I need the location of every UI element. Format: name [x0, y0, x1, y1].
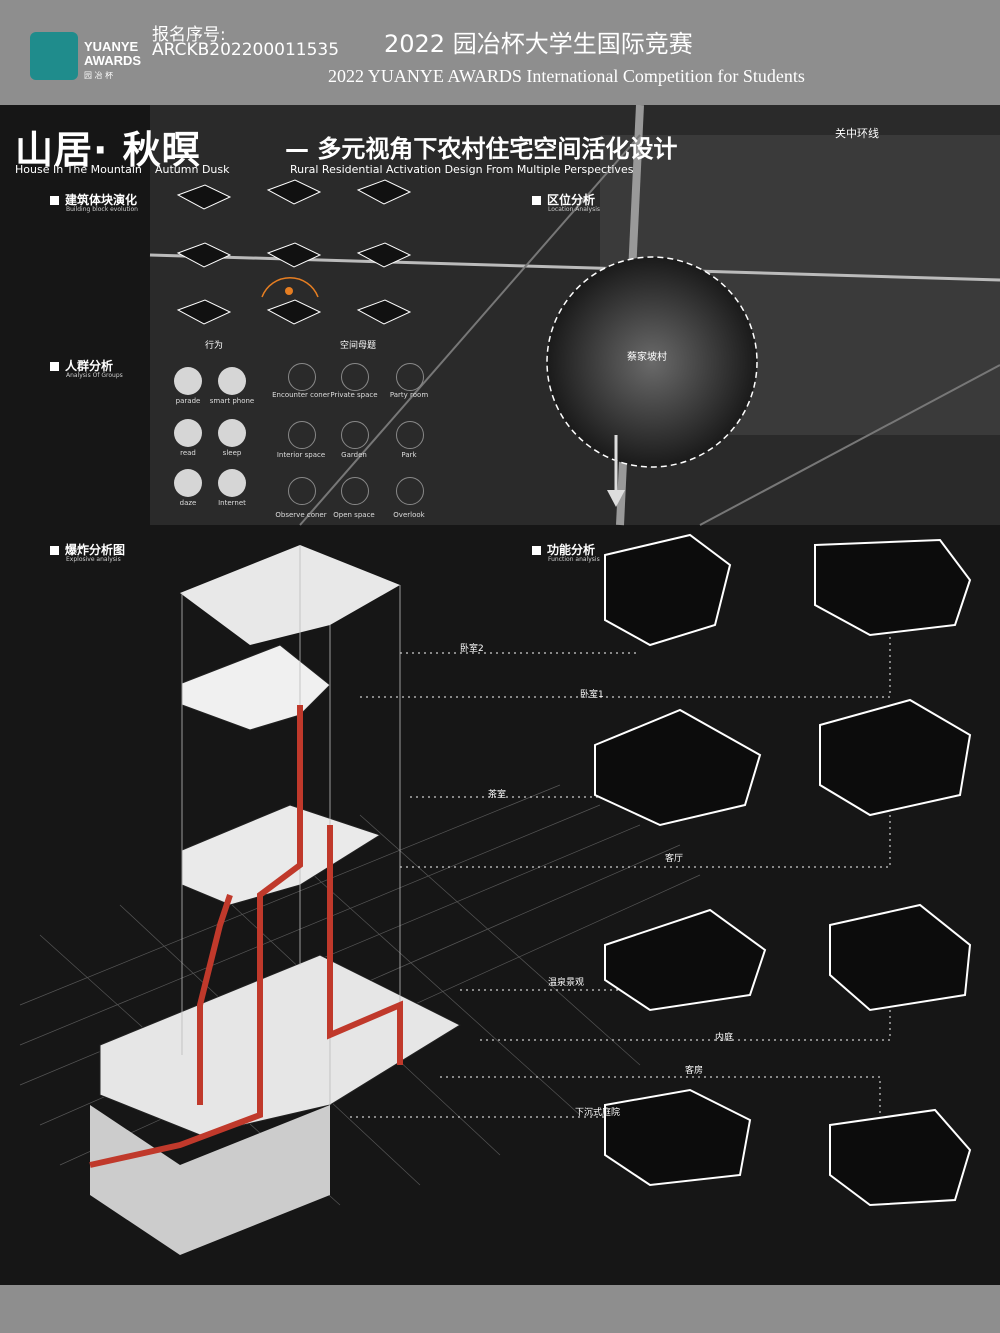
icon-label: read: [180, 449, 196, 457]
icon-label: sleep: [222, 449, 242, 457]
section-explosive: 爆炸分析图: [50, 541, 125, 558]
block-label-2: 空间母题: [340, 341, 377, 351]
section-block-evolution-en: Building block evolution: [66, 206, 138, 213]
floor-layer-2: [181, 804, 382, 906]
registration-number: ARCKB202200011535: [152, 40, 340, 60]
private-space-icon: [341, 363, 369, 391]
encounter-icon: [288, 363, 316, 391]
room-label-courtyard: 内庭: [715, 1033, 734, 1043]
park-icon: [396, 421, 424, 449]
poster-graphics: [19, 105, 1000, 1255]
icon-label: Overlook: [393, 511, 425, 519]
icon-label: daze: [179, 499, 197, 507]
village-highlight-circle: [546, 256, 758, 468]
arrow-down-icon: [607, 490, 625, 507]
party-room-icon: [396, 363, 424, 391]
room-label-hot-spring: 温泉景观: [548, 978, 585, 988]
competition-title-cn: 2022 园冶杯大学生国际竞赛: [384, 30, 693, 58]
room-label-tea-room: 茶室: [488, 790, 507, 800]
section-groups: 人群分析: [50, 357, 113, 374]
section-location: 区位分析: [532, 191, 595, 208]
icon-label: Party room: [389, 391, 429, 399]
room-label-bedroom2: 卧室2: [460, 644, 484, 654]
competition-title-en: 2022 YUANYE AWARDS International Competi…: [328, 66, 805, 86]
subtitle-en: Rural Residential Activation Design From…: [290, 163, 634, 176]
icon-label: parade: [175, 397, 201, 405]
section-function-en: Function analysis: [548, 556, 600, 563]
section-location-en: Location Analysis: [548, 206, 601, 213]
icon-label: Observe coner: [275, 511, 327, 519]
icon-label: Internet: [218, 499, 246, 507]
floor-layer-1: [99, 954, 462, 1136]
person-daze-icon: [174, 469, 202, 497]
icon-label: Private space: [330, 391, 378, 399]
icon-label: smart phone: [209, 397, 255, 405]
person-internet-icon: [218, 469, 246, 497]
village-label: 蔡家坡村: [627, 352, 667, 363]
logo-mark-icon: [30, 32, 78, 80]
section-explosive-en: Explosive analysis: [66, 556, 121, 563]
room-label-bedroom1: 卧室1: [580, 690, 604, 700]
highlight-dot-icon: [285, 287, 293, 295]
person-phone-icon: [218, 367, 246, 395]
room-label-sunken-court: 下沉式庭院: [575, 1108, 621, 1118]
section-groups-en: Analysis Of Groups: [66, 372, 123, 379]
icon-label: Interior space: [276, 451, 326, 459]
block-label-1: 行为: [205, 341, 224, 351]
main-title-en-2: Autumn Dusk: [155, 163, 230, 176]
main-title-cn: 山居· 秋暝: [15, 128, 201, 172]
yuanye-logo: YUANYE AWARDS 园 冶 杯: [30, 32, 142, 84]
person-sleep-icon: [218, 419, 246, 447]
logo-subtext: 园 冶 杯: [84, 71, 114, 80]
section-block-evolution: 建筑体块演化: [50, 191, 137, 208]
garden-icon: [341, 421, 369, 449]
location-tag: 关中环线: [835, 127, 879, 140]
overlook-icon: [396, 477, 424, 505]
interior-space-icon: [288, 421, 316, 449]
circulation-path: [89, 705, 403, 1168]
logo-text: YUANYE AWARDS: [84, 39, 142, 68]
icon-label: Encounter coner: [272, 391, 330, 399]
icon-label: Park: [401, 451, 417, 459]
person-read-icon: [174, 419, 202, 447]
subtitle-cn: — 多元视角下农村住宅空间活化设计: [285, 135, 678, 163]
room-label-living-room: 客厅: [665, 854, 684, 864]
roof-layer: [180, 545, 400, 645]
person-icon: [174, 367, 202, 395]
base-layer: [90, 1105, 330, 1255]
function-room-boxes: [594, 533, 972, 1207]
main-title-en-1: House In The Mountain: [15, 163, 142, 176]
floor-layer-3: [181, 644, 331, 731]
icon-label: Open space: [333, 511, 375, 519]
block-evolution-diagrams: [176, 179, 412, 325]
room-label-guest-room: 客房: [685, 1066, 704, 1076]
poster-board: 山居· 秋暝 House In The Mountain Autumn Dusk…: [0, 105, 1000, 1285]
room-connectors: [350, 630, 891, 1145]
icon-label: Garden: [341, 451, 367, 459]
observe-icon: [288, 477, 316, 505]
registration-label: 报名序号:: [152, 25, 226, 45]
footer-band: [0, 1285, 1000, 1333]
section-function: 功能分析: [532, 541, 595, 558]
competition-header: YUANYE AWARDS 园 冶 杯 报名序号: ARCKB202200011…: [0, 0, 1000, 105]
open-space-icon: [341, 477, 369, 505]
